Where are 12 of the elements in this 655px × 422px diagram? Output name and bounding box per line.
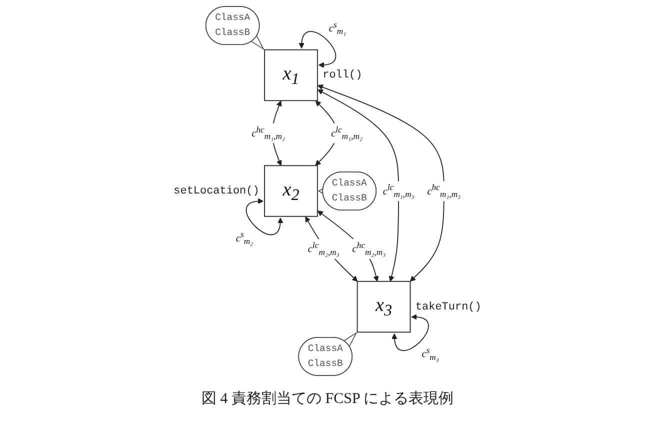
method-name: takeTurn() xyxy=(415,301,482,314)
self-loop-arrow xyxy=(299,31,336,68)
method-name: setLocation() xyxy=(174,186,260,198)
variable-box: x$_{3}$ xyxy=(356,280,411,333)
arrow xyxy=(317,89,400,282)
method-name: roll() xyxy=(322,70,362,82)
self-loop-arrow xyxy=(392,314,429,351)
variable-box: x$_{2}$ xyxy=(264,165,318,217)
caption: 図 4 責務割当ての FCSP による表現例 xyxy=(202,391,454,407)
arrow xyxy=(317,84,444,282)
variable-box: x$_{1}$ xyxy=(264,49,318,102)
self-loop-arrow xyxy=(246,198,283,236)
